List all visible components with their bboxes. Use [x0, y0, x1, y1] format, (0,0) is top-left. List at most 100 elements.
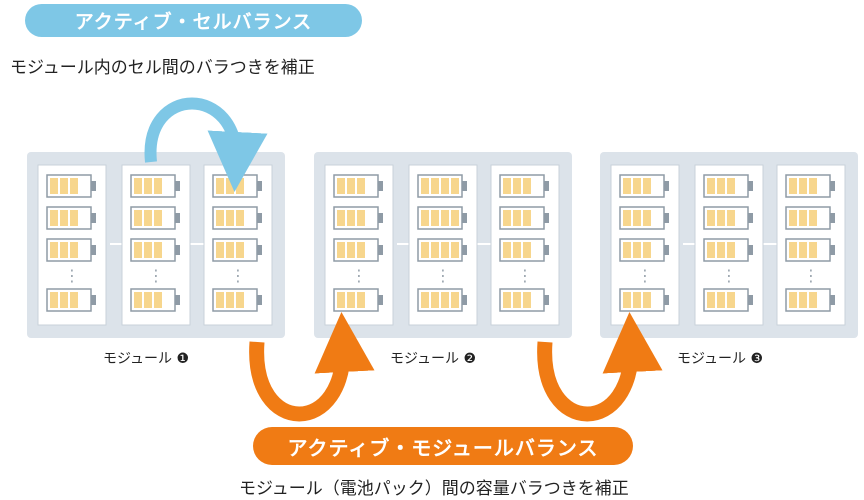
battery-cell-segment — [809, 178, 817, 194]
battery-terminal — [91, 295, 96, 305]
ellipsis-icon: ⋮ — [64, 266, 80, 285]
battery-icon — [212, 238, 262, 262]
battery-cell-segment — [707, 292, 715, 308]
battery-cell-segment — [623, 242, 631, 258]
battery-icon — [703, 238, 753, 262]
battery-cell-segment — [799, 210, 807, 226]
battery-terminal — [830, 213, 835, 223]
ellipsis-icon: ⋮ — [517, 266, 533, 285]
battery-cell-segment — [144, 210, 152, 226]
battery-icon — [333, 238, 383, 262]
module-2: ⋮⋮⋮ — [314, 152, 572, 338]
module-1: ⋮⋮⋮ — [27, 152, 285, 338]
battery-terminal — [664, 181, 669, 191]
ellipsis-icon: ⋮ — [435, 266, 451, 285]
battery-icon — [46, 238, 96, 262]
battery-cell-segment — [421, 178, 429, 194]
battery-terminal — [462, 245, 467, 255]
battery-terminal — [830, 245, 835, 255]
battery-cell-segment — [50, 178, 58, 194]
battery-cell-segment — [441, 178, 449, 194]
battery-terminal — [257, 181, 262, 191]
battery-cell-segment — [144, 242, 152, 258]
battery-terminal — [91, 245, 96, 255]
battery-cell-segment — [134, 178, 142, 194]
battery-cell-segment — [236, 292, 244, 308]
battery-cell-segment — [451, 178, 459, 194]
battery-terminal — [257, 295, 262, 305]
battery-icon — [499, 174, 549, 198]
battery-cell-segment — [431, 210, 439, 226]
battery-cell-segment — [799, 178, 807, 194]
battery-cell-segment — [717, 292, 725, 308]
battery-cell-segment — [347, 178, 355, 194]
battery-cell-segment — [70, 242, 78, 258]
ellipsis-icon: ⋮ — [803, 266, 819, 285]
battery-cell-segment — [503, 210, 511, 226]
battery-icon — [417, 206, 467, 230]
battery-terminal — [664, 245, 669, 255]
battery-cell-segment — [727, 210, 735, 226]
battery-cell-segment — [347, 210, 355, 226]
battery-cell-segment — [503, 178, 511, 194]
battery-cell-segment — [643, 210, 651, 226]
battery-cell-segment — [421, 242, 429, 258]
battery-icon — [417, 238, 467, 262]
battery-cell-segment — [50, 242, 58, 258]
battery-icon — [130, 288, 180, 312]
battery-cell-segment — [357, 242, 365, 258]
cell-balance-arrow-icon — [144, 97, 268, 192]
battery-icon — [703, 174, 753, 198]
battery-cell-segment — [809, 292, 817, 308]
battery-terminal — [664, 295, 669, 305]
battery-cell-segment — [523, 210, 531, 226]
battery-cell-segment — [643, 178, 651, 194]
battery-terminal — [462, 295, 467, 305]
active-module-balance-caption: モジュール（電池パック）間の容量バラつきを補正 — [239, 479, 629, 499]
battery-cell-segment — [347, 292, 355, 308]
battery-terminal — [462, 213, 467, 223]
battery-cell-segment — [717, 242, 725, 258]
battery-cell-segment — [633, 292, 641, 308]
battery-cell-segment — [643, 292, 651, 308]
battery-cell-segment — [216, 242, 224, 258]
battery-cell-segment — [441, 210, 449, 226]
battery-cell-segment — [226, 292, 234, 308]
battery-icon — [212, 174, 262, 198]
battery-cell-segment — [513, 292, 521, 308]
battery-cell-segment — [216, 178, 224, 194]
battery-icon — [619, 288, 669, 312]
battery-cell-segment — [144, 178, 152, 194]
battery-cell-segment — [226, 178, 234, 194]
battery-terminal — [378, 245, 383, 255]
battery-cell-segment — [503, 292, 511, 308]
battery-icon — [130, 174, 180, 198]
battery-icon — [46, 174, 96, 198]
battery-icon — [46, 288, 96, 312]
battery-cell-segment — [431, 292, 439, 308]
battery-cell-segment — [357, 178, 365, 194]
battery-cell-segment — [236, 242, 244, 258]
ellipsis-icon: ⋮ — [637, 266, 653, 285]
battery-terminal — [378, 181, 383, 191]
module-1-label: モジュール ❶ — [103, 351, 190, 367]
battery-cell-segment — [236, 178, 244, 194]
module-balance-arrow-2-3-icon — [537, 312, 663, 422]
battery-cell-segment — [421, 210, 429, 226]
battery-terminal — [830, 181, 835, 191]
battery-cell-segment — [633, 178, 641, 194]
battery-cell-segment — [337, 178, 345, 194]
battery-cell-segment — [154, 292, 162, 308]
battery-cell-segment — [50, 210, 58, 226]
battery-cell-segment — [431, 178, 439, 194]
battery-cell-segment — [347, 242, 355, 258]
battery-cell-segment — [513, 210, 521, 226]
battery-cell-segment — [799, 242, 807, 258]
battery-cell-segment — [70, 292, 78, 308]
battery-icon — [130, 206, 180, 230]
battery-cell-segment — [216, 292, 224, 308]
battery-terminal — [175, 295, 180, 305]
battery-cell-segment — [523, 242, 531, 258]
battery-icon — [619, 206, 669, 230]
battery-icon — [619, 238, 669, 262]
